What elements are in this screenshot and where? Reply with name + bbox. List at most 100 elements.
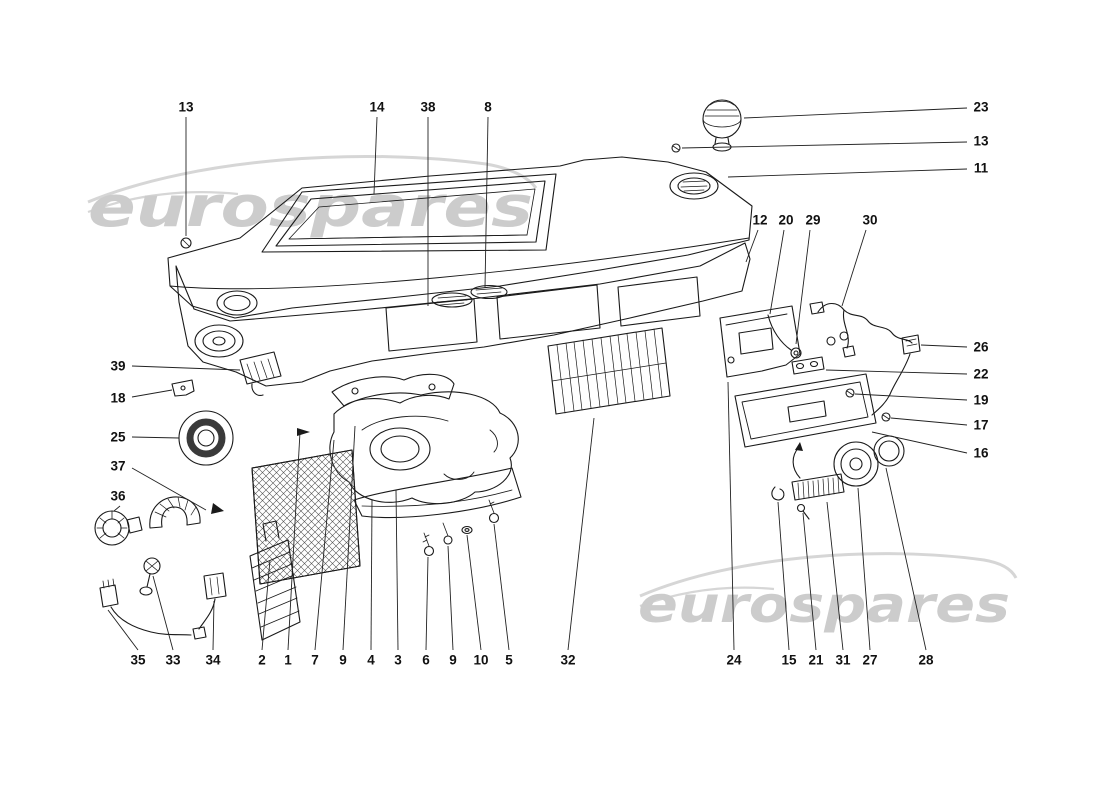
leader-line-2	[261, 559, 271, 651]
leader-line-6	[425, 556, 429, 651]
leader-line-23	[743, 107, 968, 119]
part-number-12: 12	[752, 212, 768, 228]
leader-line-8	[484, 116, 489, 289]
leader-line-17	[890, 417, 968, 426]
leader-line-9	[342, 425, 356, 651]
leader-line-10	[466, 534, 482, 651]
part-number-22: 22	[973, 366, 989, 382]
part-number-39: 39	[110, 358, 126, 374]
leader-line-37	[131, 467, 207, 511]
air-hose-37	[149, 496, 201, 529]
leader-line-20	[769, 229, 785, 315]
lower-trim-panel	[353, 467, 522, 518]
part-number-3: 3	[394, 652, 402, 668]
center-vent-grille	[547, 327, 671, 415]
leader-line-25	[131, 436, 180, 439]
heater-core	[251, 449, 361, 585]
part-number-11: 11	[973, 160, 989, 176]
part-number-17: 17	[973, 417, 989, 433]
part-number-16: 16	[973, 445, 989, 461]
clip-fastener-13	[180, 237, 192, 249]
glovebox-lid	[734, 373, 877, 448]
screw-13-right	[671, 143, 681, 153]
leader-line-12	[745, 229, 759, 263]
part-number-37: 37	[110, 458, 126, 474]
screw-21	[796, 503, 810, 520]
clip-15	[771, 486, 785, 501]
leader-line-9	[447, 545, 454, 651]
leader-line-30	[841, 229, 867, 307]
leader-line-1	[287, 431, 301, 651]
part-number-8: 8	[484, 99, 492, 115]
part-number-25: 25	[110, 429, 126, 445]
part-number-19: 19	[973, 392, 989, 408]
part-number-34: 34	[205, 652, 221, 668]
leader-line-34	[212, 600, 215, 651]
defroster-nozzle-39	[239, 351, 282, 396]
leader-line-28	[885, 467, 927, 651]
leader-line-35	[107, 609, 139, 651]
dashboard-top-panel	[167, 156, 753, 319]
console-housing	[719, 305, 801, 378]
watermark-bottom-right: eurospares	[638, 552, 1018, 634]
bracket-18	[171, 379, 195, 397]
part-number-18: 18	[110, 390, 126, 406]
direction-arrow-curved	[792, 442, 803, 479]
part-number-26: 26	[973, 339, 989, 355]
leader-line-16	[871, 431, 968, 454]
watermark-top-left: eurospares	[87, 154, 538, 240]
part-number-10: 10	[473, 652, 489, 668]
part-number-9: 9	[449, 652, 457, 668]
part-number-4: 4	[367, 652, 375, 668]
leader-line-4	[370, 499, 373, 651]
part-number-13: 13	[973, 133, 989, 149]
leader-line-21	[802, 512, 817, 651]
part-number-13: 13	[178, 99, 194, 115]
part-number-23: 23	[973, 99, 989, 115]
part-number-2: 2	[258, 652, 266, 668]
part-number-9: 9	[339, 652, 347, 668]
leader-line-15	[777, 501, 790, 651]
leader-line-18	[131, 389, 173, 398]
dashboard-body	[175, 242, 751, 387]
part-number-1: 1	[284, 652, 292, 668]
leader-line-27	[857, 487, 871, 651]
fastener-17	[881, 412, 891, 422]
watermark-text-bottom: eurospares	[638, 576, 1010, 634]
part-number-21: 21	[808, 652, 824, 668]
part-number-32: 32	[560, 652, 576, 668]
blower-motor-36	[94, 510, 143, 546]
fastener-19	[845, 388, 855, 398]
leader-line-31	[826, 501, 844, 651]
plug-35	[99, 578, 192, 636]
part-number-20: 20	[778, 212, 794, 228]
hinge-bracket-22	[791, 356, 825, 375]
part-number-15: 15	[781, 652, 797, 668]
leader-line-3	[395, 489, 399, 651]
leader-line-5	[493, 523, 510, 651]
part-number-27: 27	[862, 652, 878, 668]
leader-line-29	[795, 229, 811, 345]
leader-line-24	[727, 381, 735, 651]
leader-line-26	[920, 344, 968, 348]
wiring-harness	[767, 301, 921, 416]
part-number-30: 30	[862, 212, 878, 228]
part-number-7: 7	[311, 652, 319, 668]
speaker	[833, 435, 905, 487]
part-number-6: 6	[422, 652, 430, 668]
vent-strip-31	[791, 473, 845, 501]
leader-line-22	[825, 369, 968, 375]
leader-line-14	[373, 116, 378, 195]
part-number-36: 36	[110, 488, 126, 504]
part-number-24: 24	[726, 652, 742, 668]
leader-line-36	[113, 505, 121, 512]
part-number-31: 31	[835, 652, 851, 668]
leader-line-33	[152, 575, 174, 651]
watermark-text-top: eurospares	[88, 175, 533, 240]
bulb-socket-33	[139, 557, 161, 596]
leader-line-13	[681, 141, 968, 149]
part-number-38: 38	[420, 99, 436, 115]
